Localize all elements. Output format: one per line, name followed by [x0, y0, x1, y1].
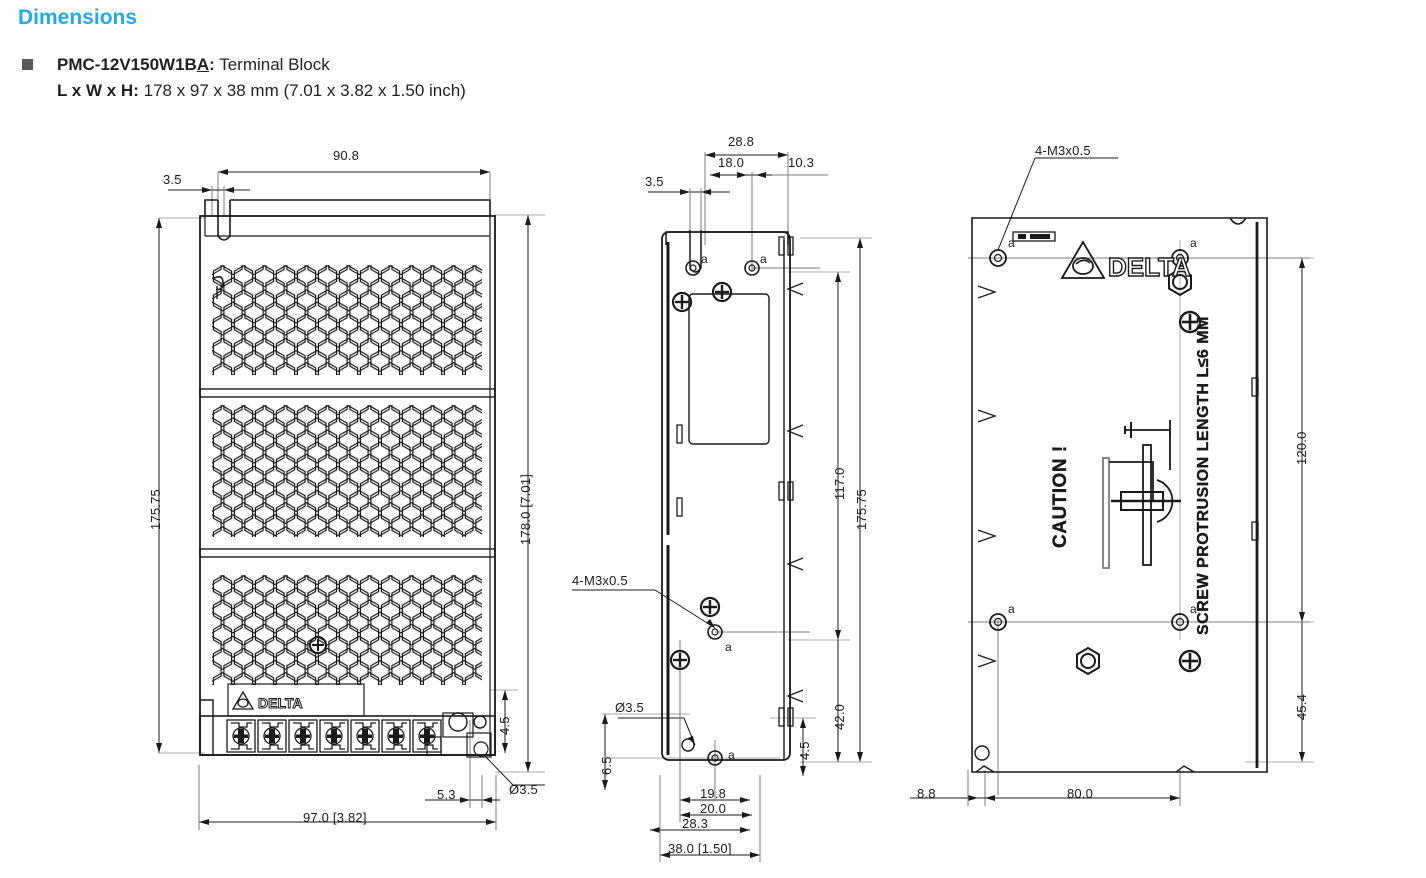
- dim-side-total-top: 28.8: [728, 134, 755, 149]
- side-view: 28.8 18.0 10.3 3.5 117.0 175.75 42.0 4.5…: [560, 0, 890, 878]
- dim-front-hole-dia: Ø3.5: [509, 782, 538, 797]
- size-label: L x W x H:: [57, 81, 139, 100]
- bullet-row: PMC-12V150W1BA: Terminal Block L x W x H…: [22, 52, 466, 104]
- hole-label-a-back-3: a: [1008, 602, 1015, 616]
- hole-label-a-4: a: [728, 748, 735, 762]
- dim-side-thread-callout: 4-M3x0.5: [572, 573, 628, 588]
- dim-side-notch: 3.5: [645, 174, 664, 189]
- size-line: L x W x H: 178 x 97 x 38 mm (7.01 x 3.82…: [57, 78, 466, 104]
- size-value: 178 x 97 x 38 mm (7.01 x 3.82 x 1.50 inc…: [143, 81, 466, 100]
- dim-side-hole-dia: Ø3.5: [615, 700, 644, 715]
- back-body-outline: [971, 217, 1268, 773]
- screw-protrusion-icon: [1102, 420, 1181, 569]
- caution-title: CAUTION !: [1050, 445, 1071, 548]
- model-line: PMC-12V150W1BA: Terminal Block: [57, 52, 466, 78]
- header-block: Dimensions: [18, 6, 137, 30]
- model-name: PMC-12V150W1B: [57, 55, 197, 74]
- dim-side-198: 19.8: [700, 786, 727, 801]
- dim-front-notch: 3.5: [163, 172, 182, 187]
- dim-side-first: 18.0: [718, 155, 745, 170]
- dim-front-width: 90.8: [333, 148, 360, 163]
- back-view: 4-M3x0.5 120.0 45.4 8.8 80.0: [890, 0, 1426, 878]
- dim-front-bottom-width: 97.0 [3.82]: [303, 810, 367, 825]
- model-colon: :: [209, 55, 215, 74]
- dim-side-total-bottom: 38.0 [1.50]: [668, 841, 732, 856]
- caution-text: SCREW PROTRUSION LENGTH L≤6 MM: [1195, 316, 1212, 635]
- hole-label-a-back-4: a: [1190, 602, 1197, 616]
- model-name-suffix: A: [196, 55, 210, 74]
- model-description: PMC-12V150W1BA: Terminal Block L x W x H…: [57, 52, 466, 104]
- hole-label-a-back-2: a: [1190, 236, 1197, 250]
- dim-back-width: 80.0: [1067, 786, 1094, 801]
- hole-label-a-2: a: [760, 252, 767, 266]
- dim-side-283: 28.3: [682, 816, 709, 831]
- front-body-outline: [199, 199, 496, 758]
- delta-logo-front: DELTA: [231, 690, 328, 712]
- side-body-outline: [661, 230, 804, 766]
- front-view: 90.8: [0, 0, 560, 878]
- svg-text:DELTA: DELTA: [258, 695, 303, 711]
- hole-label-a-3: a: [725, 640, 732, 654]
- svg-text:DELTA: DELTA: [1108, 252, 1191, 282]
- dim-front-bottom-offset: 5.3: [437, 787, 456, 802]
- dim-side-200: 20.0: [700, 801, 727, 816]
- model-type: Terminal Block: [219, 55, 330, 74]
- dim-side-right-top: 10.3: [788, 155, 815, 170]
- hole-label-a-back-1: a: [1008, 236, 1015, 250]
- dim-back-thread-callout: 4-M3x0.5: [1035, 143, 1091, 158]
- delta-logo-back: DELTA: [1058, 238, 1198, 284]
- square-bullet-icon: [22, 59, 33, 70]
- dim-back-left-offset: 8.8: [917, 786, 936, 801]
- page-title: Dimensions: [18, 6, 138, 29]
- hole-label-a-1: a: [701, 252, 708, 266]
